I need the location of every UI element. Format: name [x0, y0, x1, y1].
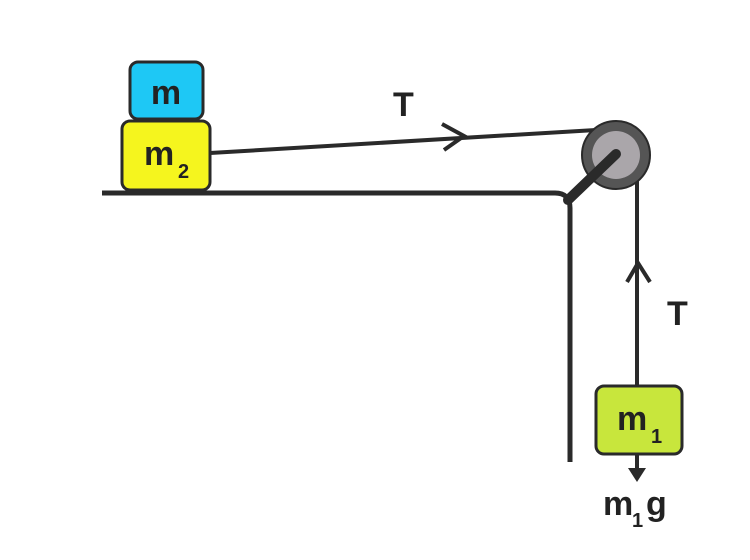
- pulley: [563, 120, 651, 205]
- tension-label-vertical: T: [667, 295, 688, 333]
- tension-arrow-horizontal: [441, 122, 468, 152]
- tension-label-horizontal: T: [393, 86, 414, 124]
- pulley-mount: [563, 149, 621, 205]
- tension-arrow-vertical: [625, 259, 652, 284]
- weight-label: m 1 g: [603, 485, 667, 532]
- block-m1: m 1: [594, 384, 684, 456]
- horizontal-string: [209, 128, 597, 155]
- weight-label-g: g: [646, 485, 667, 523]
- table-surface: [102, 190, 573, 462]
- block-m1-label: m: [617, 400, 647, 438]
- weight-arrow-head: [628, 468, 646, 482]
- block-m1-subscript: 1: [651, 426, 662, 448]
- block-m: m: [128, 60, 205, 121]
- weight-label-m: m: [603, 485, 633, 523]
- weight-label-subscript: 1: [632, 510, 643, 532]
- block-m2-label: m: [144, 135, 174, 173]
- block-m2-subscript: 2: [178, 161, 189, 183]
- block-m2: m 2: [120, 119, 212, 192]
- block-m-label: m: [151, 74, 181, 112]
